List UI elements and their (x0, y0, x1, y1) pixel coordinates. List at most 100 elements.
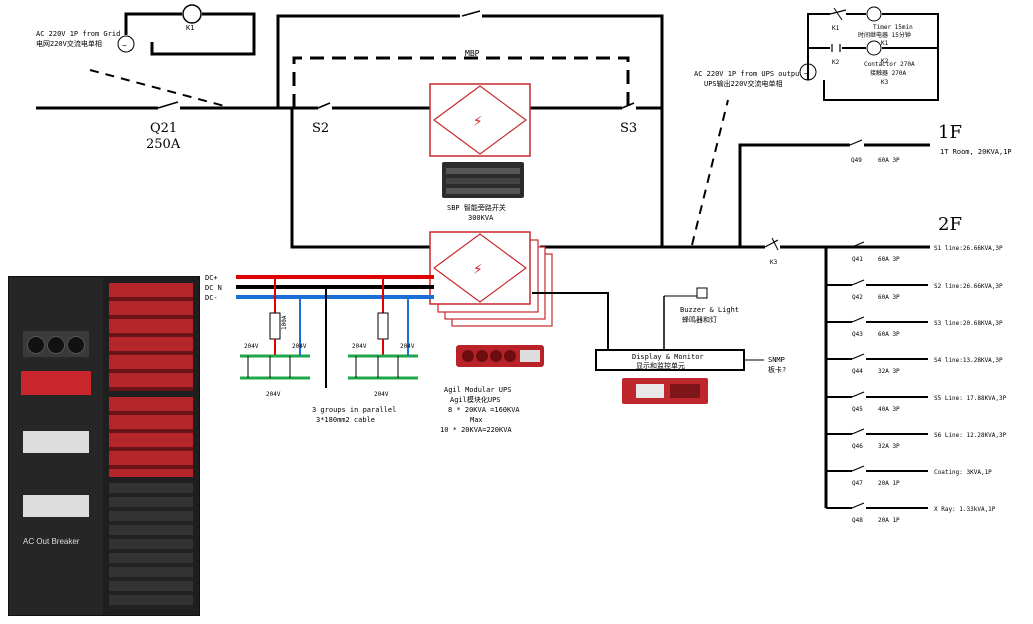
ups-line1: Agil Modular UPS (444, 386, 511, 394)
contactor-k2-label: K2 (881, 58, 889, 65)
contactor-coil-icon (866, 40, 882, 56)
snmp-en-label: SNMP (768, 356, 785, 364)
snmp-cn-label: 板卡? (768, 365, 786, 374)
q49-rating: 60A 3P (878, 157, 900, 164)
ac-ups-en-label: AC 220V 1P from UPS output (694, 70, 804, 78)
feeder-rating-label: 20A 1P (878, 517, 900, 524)
groups-line2: 3*180mm2 cable (316, 416, 375, 424)
timer-tag-label: K1 (881, 40, 889, 47)
feeder-q-label: Q44 (852, 368, 863, 375)
feeder-rating-label: 60A 3P (878, 256, 900, 263)
ups-line5: 10 * 20KVA=220KVA (440, 426, 512, 434)
feeder-breaker-icon (851, 279, 865, 286)
s3-label: S3 (620, 121, 637, 136)
main-input-bus: Q21 250A MBP S2 S3 (36, 10, 765, 249)
grid-source-group: ~ K1 AC 220V 1P from Grid 电网220V交流电单相 (36, 4, 256, 109)
k2-right-label: K2 (832, 59, 840, 66)
feeder-breaker-icon (851, 353, 865, 360)
feeder-load-label: X Ray: 1.33kVA,1P (934, 506, 996, 513)
bat-204v-4: 204V (352, 343, 367, 350)
fuse-1-label: 100A (281, 315, 288, 330)
k1-relay-coil-icon (182, 4, 202, 24)
feeder-breaker-icon (851, 391, 865, 398)
feeder-row-1: Q41 60A 3P S1 line:26.66KVA,3P (826, 241, 1003, 263)
feeder-load-label: S6 Line: 12.28KVA,3P (934, 432, 1007, 439)
feeder-rating-label: 60A 3P (878, 331, 900, 338)
feeder-load-label: S1 line:26.66KVA,3P (934, 245, 1003, 252)
contactor-en-label: Contactor 270A (864, 61, 915, 68)
buzzer-cn-label: 蜂鸣器和灯 (682, 315, 717, 324)
ups-output-ac-group: AC 220V 1P from UPS output UPS输出220V交流电单… (691, 6, 939, 246)
feeder-q-label: Q43 (852, 331, 863, 338)
dc-minus-label: DC- (205, 294, 218, 302)
floor-2-label: 2F (938, 214, 962, 235)
feeder-q-label: Q48 (852, 517, 863, 524)
feeder-breaker-icon (851, 316, 865, 323)
ups-module-stack: ⚡ Agil Modular UPS Agil模块化UPS 8 * 20KVA … (429, 231, 553, 434)
floor-2-output: K3 2F Q41 60A 3P S1 line:26.66KVA,3P Q42 60A… (764, 214, 1007, 524)
q21-label: Q21 (150, 121, 177, 136)
dc-plus-label: DC+ (205, 274, 218, 282)
feeder-breaker-icon (851, 241, 865, 248)
floor-1-output: 1F 1T Room, 20KVA,1P Q49 60A 3P (738, 122, 1012, 247)
fuse-1-icon (269, 312, 281, 340)
timer-coil-icon (866, 6, 882, 22)
k3-main-label: K3 (770, 259, 778, 266)
feeder-q-label: Q47 (852, 480, 863, 487)
feeder-q-label: Q41 (852, 256, 863, 263)
ups-line3: 8 * 20KVA =160KVA (448, 406, 520, 414)
display-cn-label: 显示和监控单元 (636, 361, 685, 370)
buzzer-light-icon (696, 287, 708, 299)
bat-204v-5: 204V (400, 343, 415, 350)
q49-label: Q49 (851, 157, 862, 164)
display-en-label: Display & Monitor (632, 353, 704, 361)
feeder-load-label: S4 line:13.28KVA,3P (934, 357, 1003, 364)
ac-ups-cn-label: UPS输出220V交流电单相 (704, 79, 783, 88)
fuse-2-icon (377, 312, 389, 340)
feeder-rating-label: 40A 3P (878, 406, 900, 413)
floor-1-label: 1F (938, 122, 962, 143)
k1-top-label: K1 (186, 24, 194, 32)
feeder-load-label: S2 line:26.66KVA,3P (934, 283, 1003, 290)
timer-cn-label: 时间继电器 15分钟 (858, 31, 911, 39)
feeder-breaker-icon (851, 465, 865, 472)
feeder-q-label: Q45 (852, 406, 863, 413)
feeder-load-label: Coating: 3KVA,1P (934, 469, 992, 476)
contactor-k3-label: K3 (881, 79, 889, 86)
ups-symbol-icon: ⚡ (473, 259, 483, 278)
feeder-q-label: Q42 (852, 294, 863, 301)
feeder-rating-label: 32A 3P (878, 368, 900, 375)
bat-204v-6: 204V (374, 391, 389, 398)
feeder-q-label: Q46 (852, 443, 863, 450)
ac-grid-en-label: AC 220V 1P from Grid (36, 30, 120, 38)
svg-text:~: ~ (804, 69, 809, 78)
feeder-row-8: Q48 20A 1P X Ray: 1.33kVA,1P (826, 502, 996, 524)
sbp-rating-label: 300KVA (468, 214, 494, 222)
feeder-row-3: Q43 60A 3P S3 line:20.68KVA,3P (826, 316, 1003, 338)
feeder-rating-label: 60A 3P (878, 294, 900, 301)
feeder-load-label: S3 line:20.68KVA,3P (934, 320, 1003, 327)
ups-line2: Agil模块化UPS (450, 395, 501, 404)
dc-bus-group: DC+ DC N DC- 100A 204V 204V 204V 204V 20… (205, 274, 434, 424)
feeder-row-4: Q44 32A 3P S4 line:13.28KVA,3P (826, 353, 1003, 375)
feeder-row-5: Q45 40A 3P S5 Line: 17.88KVA,3P (826, 391, 1007, 413)
ups-line4: Max (470, 416, 483, 424)
svg-text:~: ~ (122, 41, 127, 50)
feeder-list: Q41 60A 3P S1 line:26.66KVA,3P Q42 60A 3P S2 … (826, 241, 1007, 524)
sbp-cn-label: SBP 智能旁路开关 (447, 203, 506, 212)
bat-204v-1: 204V (244, 343, 259, 350)
buzzer-en-label: Buzzer & Light (680, 306, 739, 314)
ac-grid-cn-label: 电网220V交流电单相 (36, 39, 102, 48)
feeder-breaker-icon (851, 428, 865, 435)
bat-204v-2: 204V (292, 343, 307, 350)
feeder-row-2: Q42 60A 3P S2 line:26.66KVA,3P (826, 279, 1003, 301)
timer-en-label: Timer 15min (873, 24, 913, 31)
dc-n-label: DC N (205, 284, 222, 292)
s2-switch-icon (317, 102, 331, 109)
feeder-load-label: S5 Line: 17.88KVA,3P (934, 395, 1007, 402)
mbp-label: MBP (465, 49, 480, 58)
